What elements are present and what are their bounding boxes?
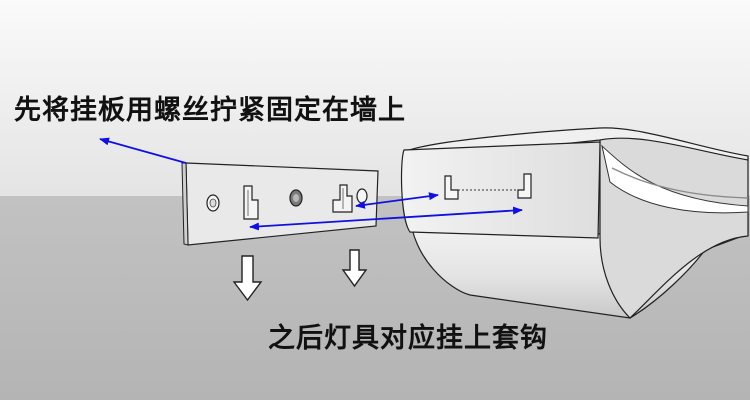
fixture-hook-right — [517, 173, 532, 199]
light-fixture — [400, 127, 749, 319]
screw-hole-left — [206, 194, 220, 212]
hang-fixture-caption: 之后灯具对应挂上套钩 — [268, 323, 548, 354]
down-arrow-icon — [341, 249, 368, 288]
blue-arrow-icon — [355, 192, 439, 209]
blue-arrow-icon — [99, 137, 187, 164]
screw-hole-right — [356, 188, 368, 204]
blue-arrow-icon — [249, 206, 523, 231]
mount-plate-caption: 先将挂板用螺丝拧紧固定在墙上 — [14, 95, 406, 126]
screw-hole-center — [289, 189, 303, 207]
down-arrow-icon — [232, 255, 263, 302]
